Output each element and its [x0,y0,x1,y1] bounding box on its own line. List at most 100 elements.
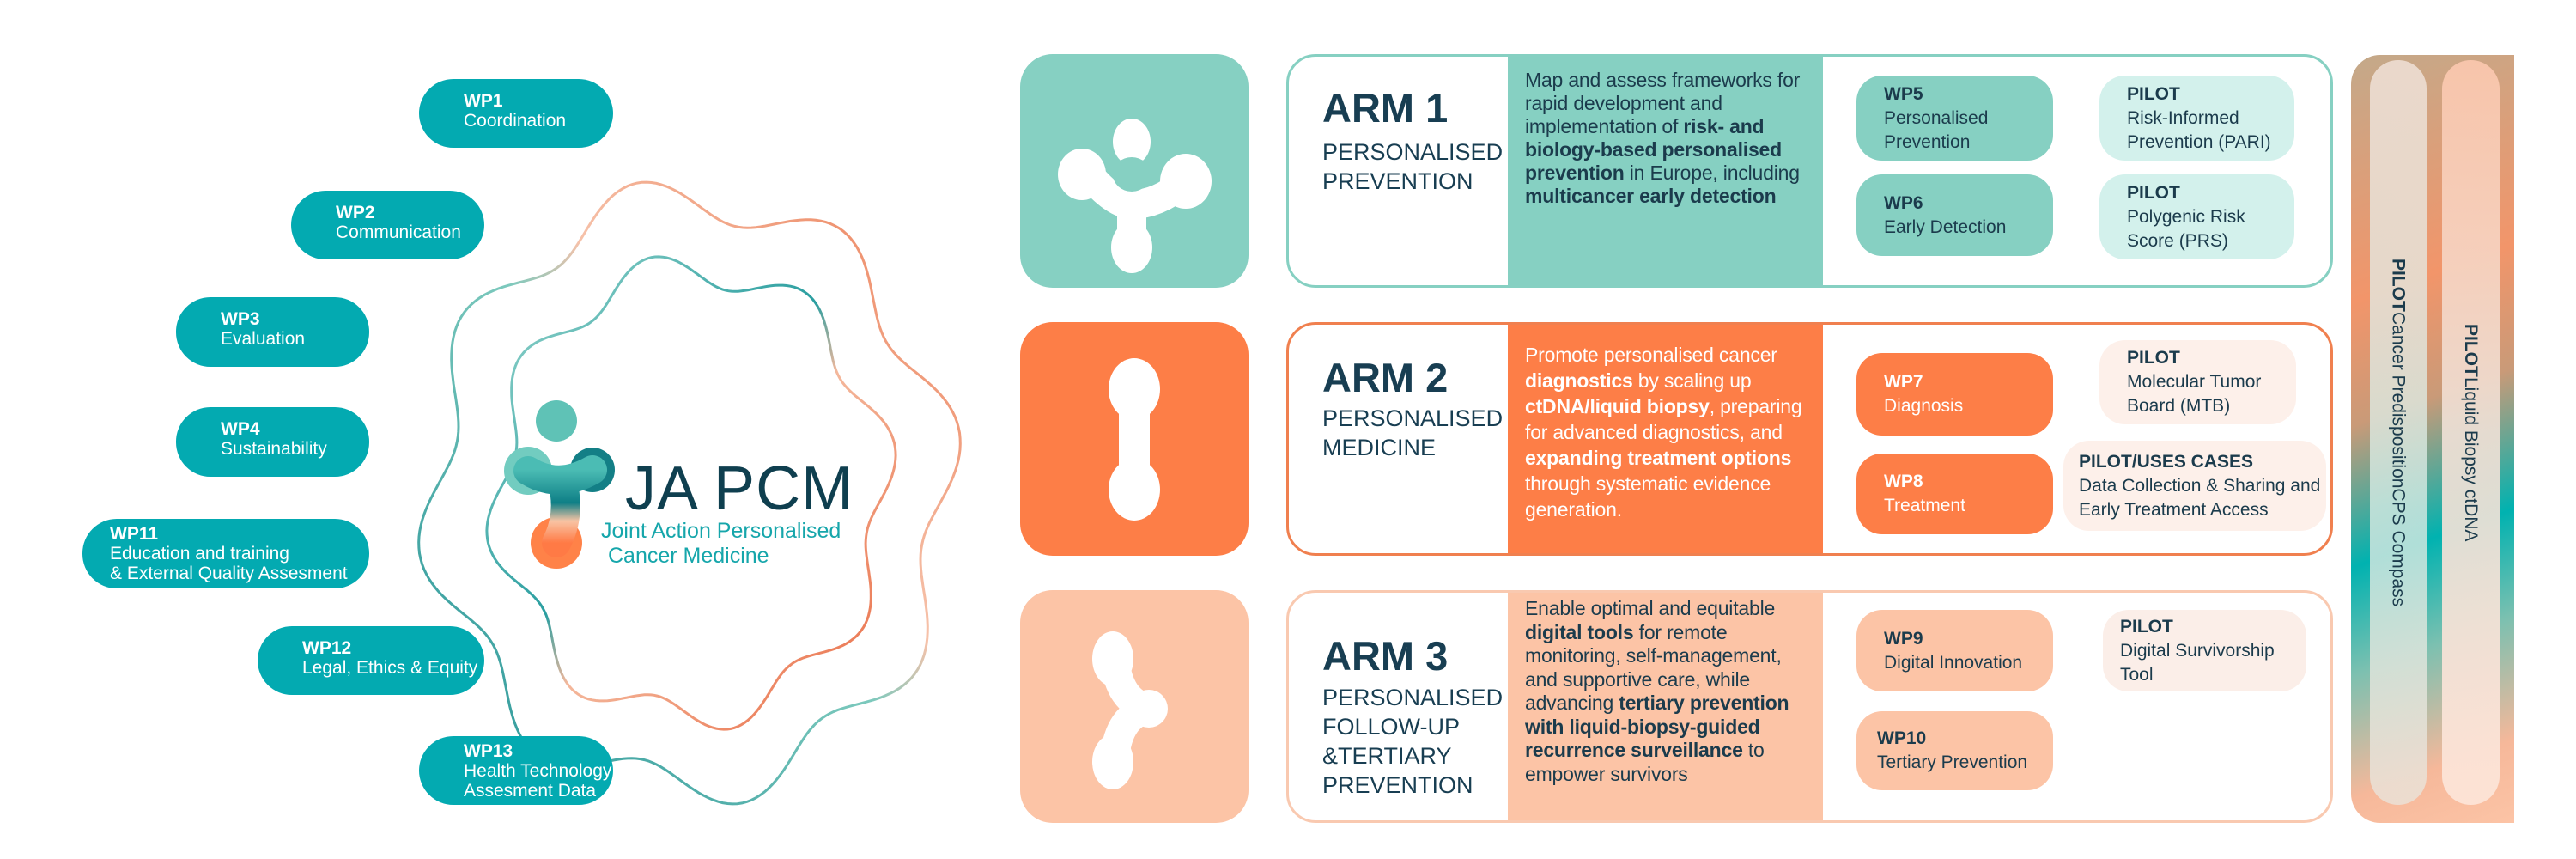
logo-subtitle-line1: Joint Action Personalised [601,519,841,543]
wp-label: Sustainability [221,439,327,459]
subtitle-line: PERSONALISED [1322,405,1504,431]
pill-label: Cancer PredispositionCPS Compass [2388,311,2409,606]
pill-title: PILOT/USES CASES [2079,451,2254,472]
logo-title: JA PCM [625,454,854,523]
subtitle-line: &TERTIARY [1322,743,1452,769]
pilot-digital-survivorship-pill[interactable]: PILOT Digital Survivorship Tool [2103,610,2306,691]
description-emphasis: tertiary prevention with liquid-biopsy-g… [1525,691,1789,761]
description-emphasis: expanding treatment options [1525,447,1792,469]
outer-wave-ring [417,180,962,806]
pill-label: Early Detection [1884,216,2007,237]
pill-title: WP6 [1884,192,1923,213]
wp-id: WP1 [464,91,503,111]
pill-title: WP5 [1884,83,1923,104]
arm2-icon-tile [1020,322,1249,556]
molecule-y-icon [1058,119,1212,273]
arm1-subtitle: PERSONALISED PREVENTION [1322,137,1503,196]
pill-title: PILOT [2127,182,2180,203]
wp-label-line2: Assesment Data [464,781,597,801]
wp-label: Coordination [464,111,567,131]
pill-title: PILOT [2127,83,2180,104]
subtitle-line: FOLLOW-UP [1322,714,1461,740]
pill-title: WP10 [1877,728,1927,748]
description-text: Enable optimal and equitable [1525,597,1776,619]
pill-label: Treatment [1884,496,1965,515]
pill-title: PILOT [2388,259,2409,312]
description-text: in Europe, including [1624,161,1800,184]
pill-title: PILOT [2461,323,2481,377]
wp-id: WP4 [221,419,260,439]
arm3-description: Enable optimal and equitable digital too… [1508,593,1823,820]
pill-label: Digital Innovation [1884,652,2023,673]
pill-label: Polygenic Risk Score (PRS) [2127,206,2245,251]
description-text: by scaling up [1632,369,1752,392]
wp-label: Legal, Ethics & Equity [302,658,478,678]
pilot-prs-pill[interactable]: PILOT Polygenic Risk Score (PRS) [2099,174,2294,259]
pill-label: Personalised Prevention [1884,107,1989,152]
subtitle-line: PREVENTION [1322,168,1473,194]
molecule-dumbbell-icon [1109,358,1160,521]
pilot-mtb-pill[interactable]: PILOT Molecular Tumor Board (MTB) [2099,340,2296,424]
subtitle-line: PERSONALISED [1322,139,1504,165]
arm2-description: Promote personalised cancer diagnostics … [1508,325,1823,553]
molecule-branch-icon [1092,631,1168,789]
pilot-pari-pill[interactable]: PILOT Risk-Informed Prevention (PARI) [2099,76,2294,161]
subtitle-line: MEDICINE [1322,435,1437,460]
arm3-icon-tile [1020,590,1249,823]
wp-id: WP3 [221,309,260,329]
description-text: for remote monitoring, self-management, … [1525,620,1782,715]
subtitle-line: PERSONALISED [1322,685,1504,710]
pill-label: Diagnosis [1884,396,1964,416]
wp-label: Communication [336,222,461,242]
wp-label-line2: & External Quality Assesment [110,564,348,583]
logo-icon [504,400,615,569]
pill-title: WP8 [1884,472,1923,491]
inner-wave-ring [485,255,897,731]
subtitle-line: PREVENTION [1322,772,1473,798]
arm1-description: Map and assess frameworks for rapid deve… [1508,57,1823,285]
description-emphasis: multicancer early detection [1525,185,1777,207]
description-text: Promote personalised cancer [1525,344,1777,366]
description-emphasis: diagnostics [1525,369,1633,392]
pill-title: PILOT [2127,348,2180,368]
pill-label: Risk-Informed Prevention (PARI) [2127,107,2271,152]
wp-id: WP11 [110,524,159,544]
pill-title: WP9 [1884,628,1923,649]
description-emphasis: risk- and biology-based personalised pre… [1525,115,1782,184]
pill-label: Molecular Tumor Board (MTB) [2127,372,2262,416]
wp-id: WP13 [464,741,513,761]
pill-title: WP7 [1884,372,1923,392]
wp-label: Health Technology [464,761,612,781]
pill-title: PILOT [2120,616,2173,637]
logo-subtitle-line2: Cancer Medicine [608,544,769,568]
arm2-subtitle: PERSONALISED MEDICINE [1322,404,1503,462]
pill-label: Tertiary Prevention [1877,752,2028,772]
pill-label: Data Collection & Sharing and Early Trea… [2079,475,2321,520]
pilot-data-collection-pill[interactable]: PILOT/USES CASES Data Collection & Sharin… [2063,441,2326,531]
pill-label: Liquid Biopsy ctDNA [2461,376,2481,542]
arm1-title: ARM 1 [1322,85,1449,131]
arm2-title: ARM 2 [1322,355,1449,400]
description-text: , preparing for advanced diagnostics, an… [1525,395,1802,443]
pill-label: Digital Survivorship Tool [2120,640,2275,685]
description-text: to empower survivors [1525,739,1765,785]
arm3-subtitle: PERSONALISED FOLLOW-UP&TERTIARY PREVENTION [1322,683,1503,800]
wp-id: WP12 [302,638,352,658]
description-emphasis: ctDNA/liquid biopsy [1525,395,1710,417]
